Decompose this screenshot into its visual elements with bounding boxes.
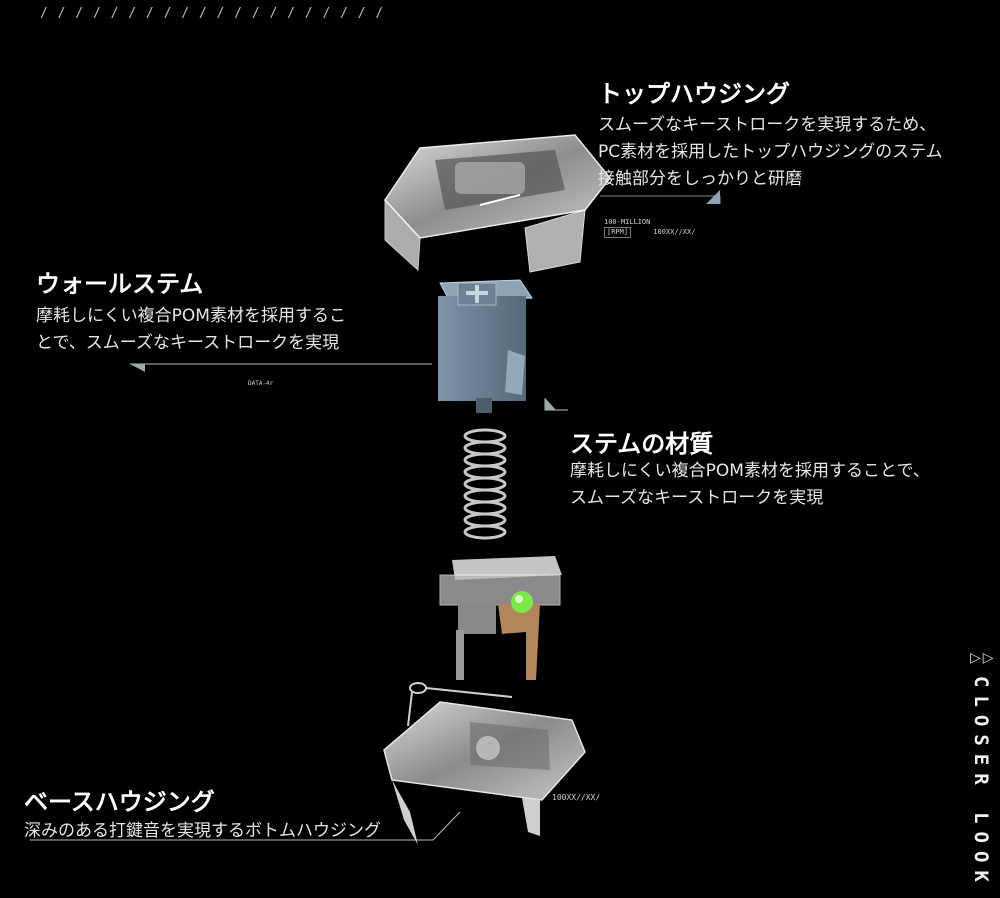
stem-material-description: 摩耗しにくい複合POM素材を採用することで、 スムーズなキーストロークを実現 — [570, 458, 930, 512]
closer-look-text: CLOSER LOOK — [970, 676, 992, 890]
top-housing-line-1: スムーズなキーストロークを実現するため、 — [598, 115, 937, 135]
wall-stem-description: 摩耗しにくい複合POM素材を採用するこ とで、スムーズなキーストロークを実現 — [36, 303, 346, 357]
stem-shape — [438, 279, 533, 413]
base-data-tag: 100XX//XX/ — [552, 793, 601, 802]
base-housing-title: ベースハウジング — [24, 788, 215, 816]
wall-stem-line-2: とで、スムーズなキーストロークを実現 — [36, 333, 340, 353]
top-data-tag: 100-MILLION [RPM] 100XX//XX/ — [604, 218, 695, 238]
top-housing-line-3: 接触部分をしっかりと研磨 — [598, 169, 802, 189]
leaf-spring-shape — [407, 682, 513, 727]
contact-module-shape — [439, 556, 562, 680]
stem-material-title: ステムの材質 — [570, 430, 714, 458]
double-triangle-icon: ▷▷ — [970, 650, 996, 666]
closer-look-label: ▷▷ CLOSER LOOK — [962, 650, 1000, 890]
wall-stem-line-1: 摩耗しにくい複合POM素材を採用するこ — [36, 306, 346, 326]
top-housing-line-2: PC素材を採用したトップハウジングのステム — [598, 142, 943, 162]
stem-material-line-1: 摩耗しにくい複合POM素材を採用することで、 — [570, 461, 930, 481]
top-tag-line-2: [RPM] — [604, 227, 632, 238]
top-housing-shape — [384, 134, 611, 273]
top-housing-description: スムーズなキーストロークを実現するため、 PC素材を採用したトップハウジングのス… — [598, 112, 943, 193]
top-tag-line-3: 100XX//XX/ — [653, 228, 696, 236]
decorative-slashes: / / / / / / / / / / / / / / / / / / / / — [40, 6, 385, 21]
base-housing-shape — [383, 701, 586, 845]
top-housing-title: トップハウジング — [598, 80, 790, 108]
stem-data-tag: DATA-4r — [248, 380, 274, 387]
wall-stem-title: ウォールステム — [36, 270, 204, 298]
spring-shape — [463, 428, 507, 540]
stem-material-line-2: スムーズなキーストロークを実現 — [570, 488, 824, 508]
base-housing-description: 深みのある打鍵音を実現するボトムハウジング — [24, 818, 381, 845]
base-housing-line-1: 深みのある打鍵音を実現するボトムハウジング — [24, 821, 381, 841]
top-tag-line-1: 100-MILLION — [604, 218, 651, 226]
